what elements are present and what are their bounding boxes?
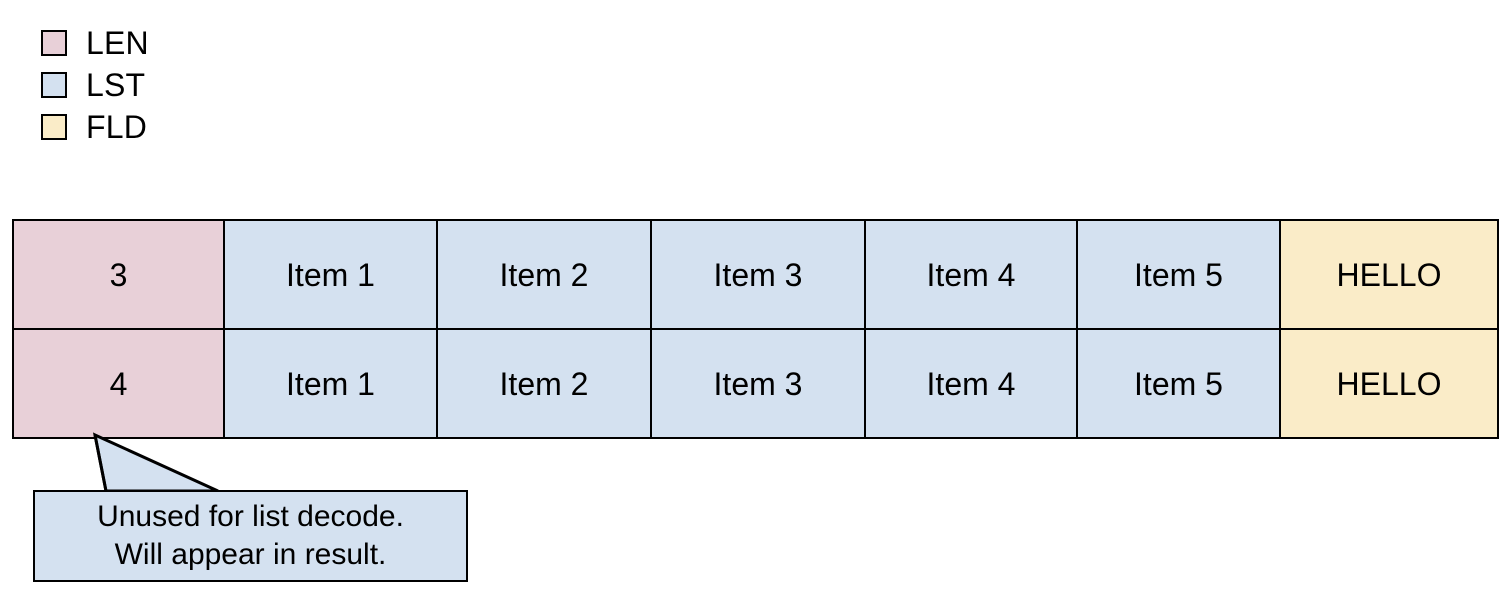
callout-line-2: Will appear in result.: [114, 538, 387, 571]
table-row: 3 Item 1 Item 2 Item 3 Item 4 Item 5 HEL…: [12, 219, 1499, 330]
square-swatch-icon: [41, 114, 67, 140]
cell-list-item: Item 2: [436, 328, 652, 439]
cell-len: 3: [12, 219, 225, 330]
wire-format-table: 3 Item 1 Item 2 Item 3 Item 4 Item 5 HEL…: [12, 219, 1499, 439]
square-swatch-icon: [41, 30, 67, 56]
legend-item-label: LST: [86, 67, 146, 103]
callout-box: Unused for list decode. Will appear in r…: [33, 490, 468, 582]
legend: LEN LST FLD: [41, 22, 341, 148]
cell-list-item: Item 4: [864, 328, 1078, 439]
cell-list-item: Item 1: [223, 328, 438, 439]
table-row: 4 Item 1 Item 2 Item 3 Item 4 Item 5 HEL…: [12, 328, 1499, 439]
legend-item-label: LEN: [86, 25, 149, 61]
callout-line-1: Unused for list decode.: [97, 500, 404, 533]
cell-list-item: Item 1: [223, 219, 438, 330]
legend-item-lst: LST: [41, 64, 341, 106]
cell-list-item: Item 5: [1076, 219, 1281, 330]
cell-list-item: Item 4: [864, 219, 1078, 330]
cell-list-item: Item 2: [436, 219, 652, 330]
legend-item-fld: FLD: [41, 106, 341, 148]
cell-len: 4: [12, 328, 225, 439]
cell-field: HELLO: [1279, 328, 1499, 439]
cell-list-item: Item 5: [1076, 328, 1281, 439]
legend-item-len: LEN: [41, 22, 341, 64]
legend-item-label: FLD: [86, 109, 148, 145]
cell-list-item: Item 3: [650, 328, 866, 439]
cell-list-item: Item 3: [650, 219, 866, 330]
cell-field: HELLO: [1279, 219, 1499, 330]
square-swatch-icon: [41, 72, 67, 98]
